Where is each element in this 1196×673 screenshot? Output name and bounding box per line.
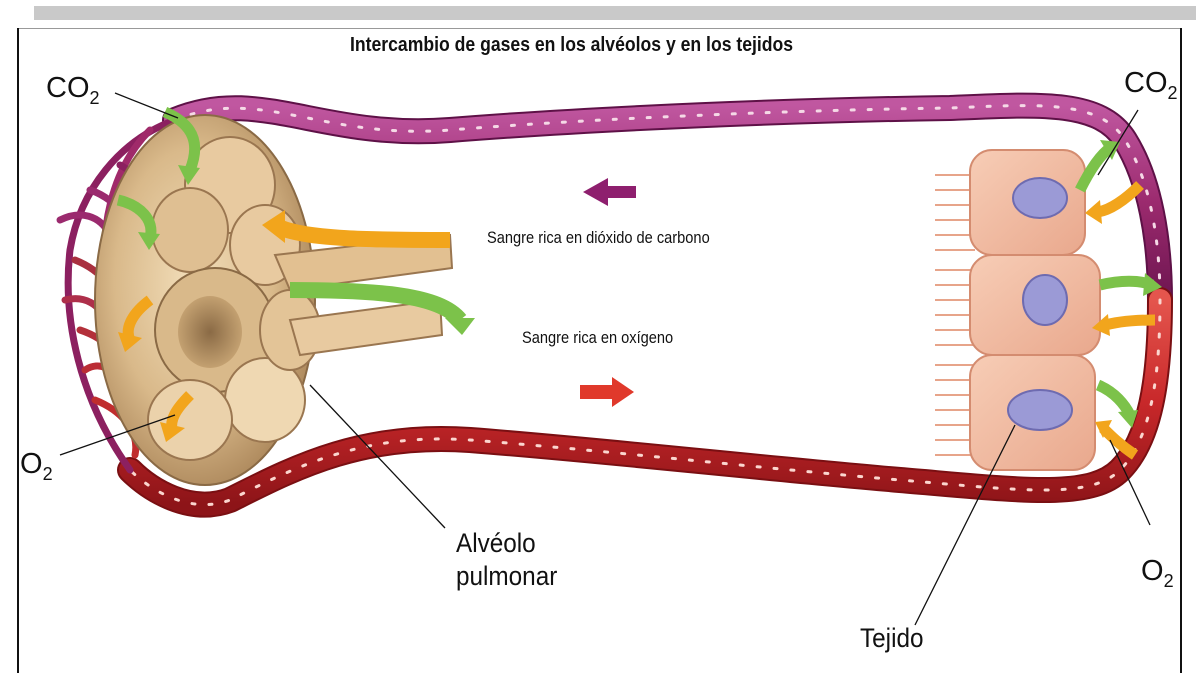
alveolus-label: Alvéolo pulmonar [456, 527, 557, 593]
o2-label-left-base: O [20, 448, 43, 480]
o2-label-left: O2 [20, 448, 53, 485]
alveolus-label-line1: Alvéolo [456, 528, 536, 558]
alveolus-label-line2: pulmonar [456, 561, 558, 591]
co2-label-left-sub: 2 [89, 88, 100, 108]
deoxygenated-blood-label: Sangre rica en dióxido de carbono [487, 228, 710, 247]
co2-label-right-base: CO [1124, 67, 1168, 99]
red-vessel [119, 289, 1171, 516]
frame-top-edge [17, 28, 1182, 29]
co2-label-right-sub: 2 [1167, 83, 1178, 103]
o2-label-right-sub: 2 [1163, 571, 1174, 591]
frame-right-edge [1180, 28, 1182, 673]
flow-arrow-left-purple [583, 178, 636, 206]
co2-label-left: CO2 [46, 72, 100, 109]
tissue-gas-arrows [1075, 140, 1162, 460]
alveolus [94, 114, 454, 486]
frame-left-edge [17, 28, 19, 673]
purple-vessel-blood-cells [173, 104, 1162, 302]
co2-label-right: CO2 [1124, 67, 1178, 104]
o2-label-right: O2 [1141, 555, 1174, 592]
diagram-title: Intercambio de gases en los alvéolos y e… [350, 34, 794, 56]
leader-lines [59, 92, 1151, 626]
top-toolbar-strip [0, 0, 1196, 28]
tissue-label: Tejido [860, 623, 924, 653]
top-toolbar-fill [34, 6, 1196, 20]
o2-label-left-sub: 2 [42, 464, 53, 484]
tissue [935, 149, 1101, 471]
alveolus-gas-arrows [116, 106, 475, 442]
co2-label-left-base: CO [46, 72, 90, 104]
oxygenated-blood-label: Sangre rica en oxígeno [522, 328, 674, 347]
o2-label-right-base: O [1141, 555, 1164, 587]
flow-arrow-right-red [580, 377, 634, 407]
